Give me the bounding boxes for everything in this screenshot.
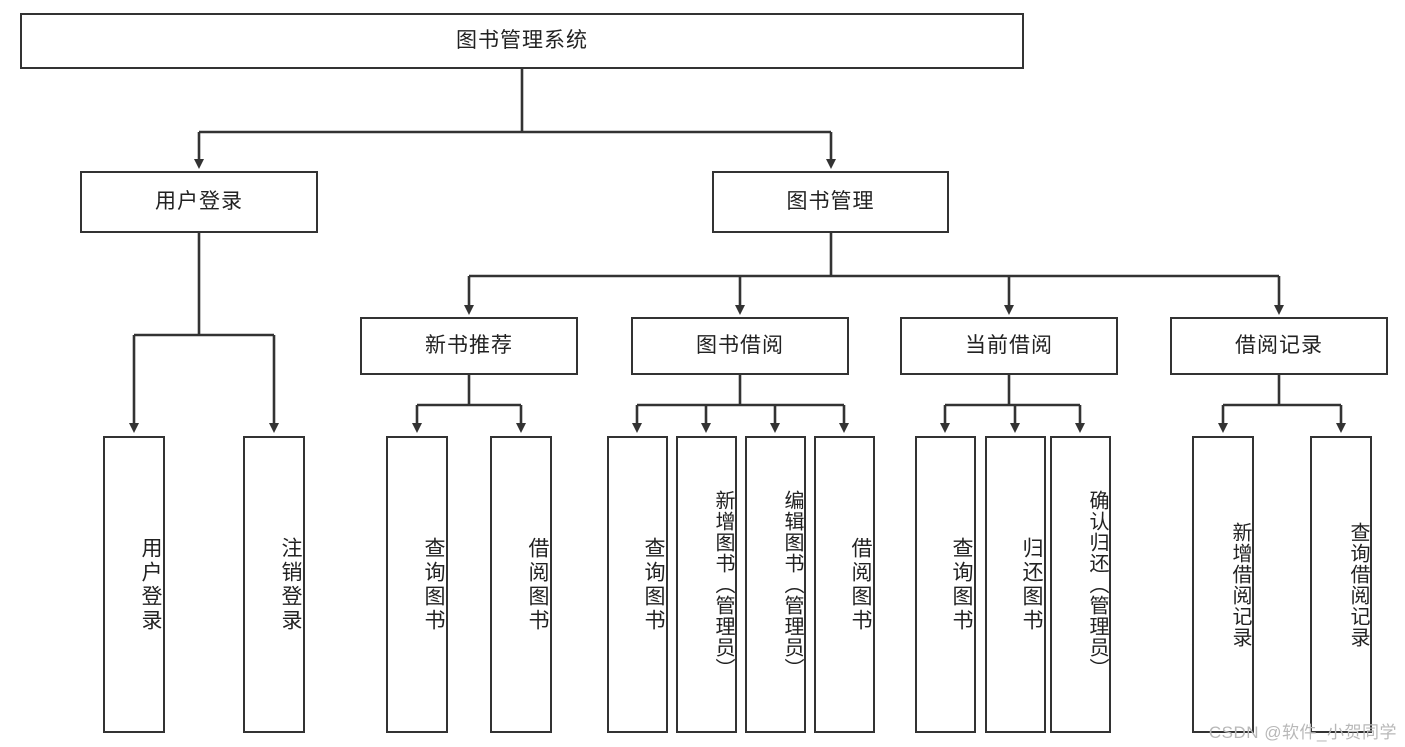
node-label: 新增借阅记录 [1229, 521, 1251, 648]
node-label: 借阅图书 [849, 536, 872, 633]
node-current-borrow[interactable]: 当前借阅 [900, 317, 1118, 375]
leaf-new-book-query[interactable]: 查询图书 [386, 436, 448, 733]
leaf-book-borrow-query[interactable]: 查询图书 [607, 436, 668, 733]
node-new-book-recommend[interactable]: 新书推荐 [360, 317, 578, 375]
leaf-current-borrow-query[interactable]: 查询图书 [915, 436, 976, 733]
node-borrow-record[interactable]: 借阅记录 [1170, 317, 1388, 375]
node-label: 查询图书 [950, 536, 973, 633]
node-label: 新增图书（管理员） [712, 490, 734, 679]
node-label: 新书推荐 [425, 334, 513, 358]
node-label: 查询借阅记录 [1347, 521, 1369, 648]
node-label: 查询图书 [642, 536, 665, 633]
node-label: 用户登录 [155, 190, 243, 214]
node-root-book-management-system[interactable]: 图书管理系统 [20, 13, 1024, 69]
node-label: 借阅记录 [1235, 334, 1323, 358]
node-book-management[interactable]: 图书管理 [712, 171, 949, 233]
node-label: 注销登录 [279, 536, 302, 633]
node-label: 查询图书 [422, 536, 445, 633]
leaf-book-borrow-edit-admin[interactable]: 编辑图书（管理员） [745, 436, 806, 733]
node-label: 借阅图书 [526, 536, 549, 633]
leaf-current-borrow-confirm-admin[interactable]: 确认归还（管理员） [1050, 436, 1111, 733]
leaf-user-login-signin[interactable]: 用户登录 [103, 436, 165, 733]
node-label: 当前借阅 [965, 334, 1053, 358]
leaf-current-borrow-return[interactable]: 归还图书 [985, 436, 1046, 733]
leaf-new-book-borrow[interactable]: 借阅图书 [490, 436, 552, 733]
leaf-book-borrow-add-admin[interactable]: 新增图书（管理员） [676, 436, 737, 733]
node-label: 图书管理系统 [456, 29, 588, 53]
node-label: 确认归还（管理员） [1086, 490, 1108, 679]
node-label: 编辑图书（管理员） [781, 490, 803, 679]
node-label: 归还图书 [1020, 536, 1043, 633]
leaf-borrow-record-add[interactable]: 新增借阅记录 [1192, 436, 1254, 733]
leaf-borrow-record-query[interactable]: 查询借阅记录 [1310, 436, 1372, 733]
leaf-book-borrow-borrow[interactable]: 借阅图书 [814, 436, 875, 733]
node-label: 图书借阅 [696, 334, 784, 358]
csdn-watermark: CSDN @软件_小贺同学 [1208, 723, 1397, 742]
node-book-borrow[interactable]: 图书借阅 [631, 317, 849, 375]
node-label: 图书管理 [786, 190, 875, 214]
node-label: 用户登录 [139, 536, 162, 633]
node-user-login[interactable]: 用户登录 [80, 171, 318, 233]
leaf-user-login-signout[interactable]: 注销登录 [243, 436, 305, 733]
